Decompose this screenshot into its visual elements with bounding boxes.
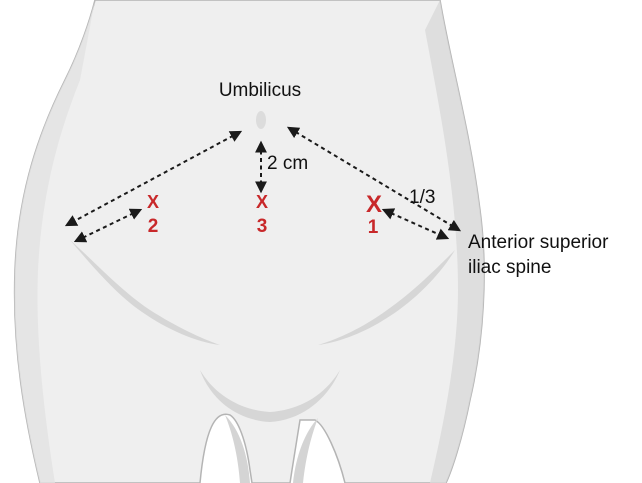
port-3-number: 3 xyxy=(257,216,268,237)
port-2-number: 2 xyxy=(148,216,159,237)
umbilicus-mark xyxy=(256,111,266,129)
asis-label-line-1: Anterior superior xyxy=(468,232,609,253)
port-1-number: 1 xyxy=(368,217,379,238)
torso-illustration xyxy=(15,0,485,483)
port-1-marker: X xyxy=(366,191,382,218)
port-2-marker: X xyxy=(147,192,159,212)
asis-label-line-2: iliac spine xyxy=(468,257,551,278)
fraction-label: 1/3 xyxy=(409,187,435,208)
distance-label: 2 cm xyxy=(267,153,308,174)
umbilicus-label: Umbilicus xyxy=(219,80,301,101)
port-3-marker: X xyxy=(256,192,268,212)
